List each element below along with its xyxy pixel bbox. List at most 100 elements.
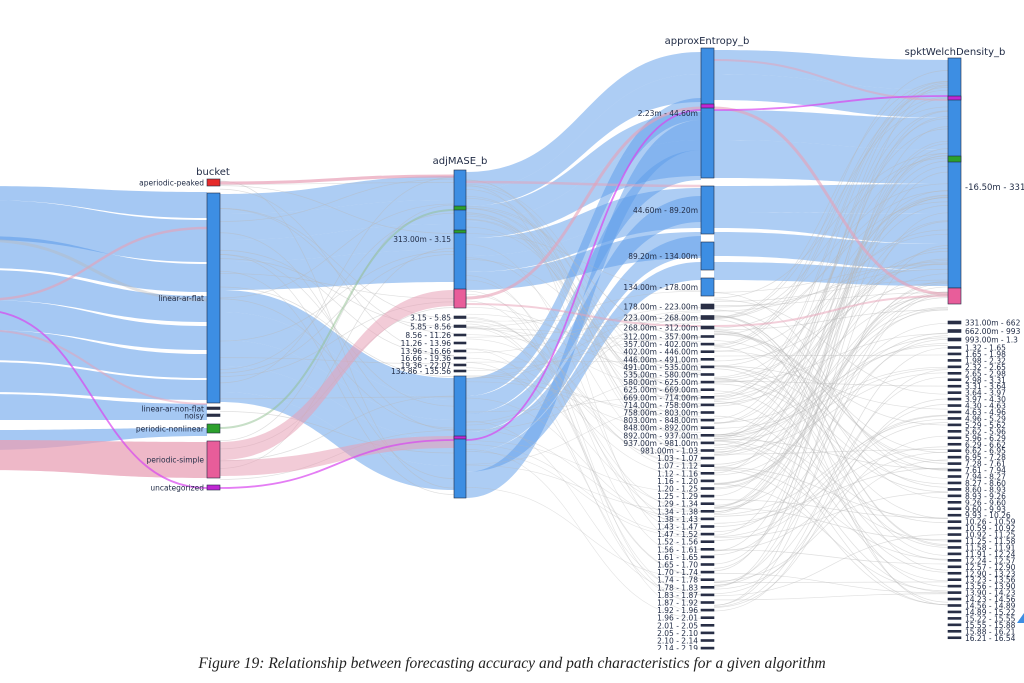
node-approx-entropy[interactable] (700, 342, 715, 346)
node-spkt-welch-density[interactable] (947, 552, 962, 556)
node-approx-entropy[interactable] (700, 365, 715, 369)
node-approx-entropy[interactable] (700, 277, 715, 297)
node-spkt-welch-density[interactable] (947, 617, 962, 620)
node-approx-entropy[interactable] (700, 494, 715, 498)
node-spkt-welch-density[interactable] (947, 571, 962, 575)
node-approx-entropy[interactable] (700, 487, 715, 490)
node-approx-entropy[interactable] (700, 335, 715, 338)
node-spkt-welch-density[interactable] (947, 629, 962, 633)
node-spkt-welch-density[interactable] (947, 417, 962, 420)
node-spkt-welch-density[interactable] (947, 513, 962, 517)
node-spkt-welch-density[interactable] (947, 584, 962, 588)
node-spkt-welch-density[interactable] (947, 500, 962, 504)
node-bucket[interactable] (206, 406, 221, 410)
node-spkt-welch-density[interactable] (947, 397, 962, 401)
node-adjmase[interactable] (453, 435, 467, 440)
node-approx-entropy[interactable] (700, 464, 715, 468)
node-spkt-welch-density[interactable] (947, 623, 962, 627)
node-spkt-welch-density[interactable] (947, 95, 962, 101)
node-spkt-welch-density[interactable] (947, 488, 962, 491)
node-spkt-welch-density[interactable] (947, 378, 962, 382)
node-spkt-welch-density[interactable] (947, 468, 962, 472)
node-spkt-welch-density[interactable] (947, 507, 962, 511)
node-approx-entropy[interactable] (700, 540, 715, 544)
node-spkt-welch-density[interactable] (947, 559, 962, 562)
node-spkt-welch-density[interactable] (947, 526, 962, 530)
node-approx-entropy[interactable] (700, 456, 715, 460)
node-spkt-welch-density[interactable] (947, 430, 962, 433)
node-adjmase[interactable] (453, 369, 467, 373)
node-spkt-welch-density[interactable] (947, 287, 962, 305)
node-adjmase[interactable] (453, 341, 467, 345)
node-approx-entropy[interactable] (700, 616, 715, 620)
node-approx-entropy[interactable] (700, 593, 715, 597)
node-approx-entropy[interactable] (700, 525, 715, 528)
node-approx-entropy[interactable] (700, 631, 715, 635)
node-approx-entropy[interactable] (700, 403, 715, 407)
node-approx-entropy[interactable] (700, 509, 715, 513)
node-approx-entropy[interactable] (700, 471, 715, 475)
node-spkt-welch-density[interactable] (947, 520, 962, 523)
node-adjmase[interactable] (453, 169, 467, 307)
node-spkt-welch-density[interactable] (947, 155, 962, 163)
node-spkt-welch-density[interactable] (947, 365, 962, 369)
node-approx-entropy[interactable] (700, 555, 715, 559)
node-spkt-welch-density[interactable] (947, 565, 962, 569)
node-spkt-welch-density[interactable] (947, 359, 962, 362)
node-approx-entropy[interactable] (700, 563, 715, 566)
node-adjmase[interactable] (453, 356, 467, 360)
node-approx-entropy[interactable] (700, 350, 715, 354)
node-approx-entropy[interactable] (700, 532, 715, 536)
node-spkt-welch-density[interactable] (947, 610, 962, 614)
node-approx-entropy[interactable] (700, 426, 715, 430)
node-approx-entropy[interactable] (700, 479, 715, 483)
node-approx-entropy[interactable] (700, 502, 715, 506)
node-spkt-welch-density[interactable] (947, 352, 962, 356)
node-approx-entropy[interactable] (700, 357, 715, 361)
node-approx-entropy[interactable] (700, 570, 715, 574)
node-approx-entropy[interactable] (700, 303, 715, 310)
node-bucket[interactable] (206, 484, 221, 491)
node-adjmase[interactable] (453, 315, 467, 319)
node-spkt-welch-density[interactable] (947, 329, 962, 333)
node-approx-entropy[interactable] (700, 646, 715, 650)
node-approx-entropy[interactable] (700, 241, 715, 271)
node-approx-entropy[interactable] (700, 639, 715, 642)
node-spkt-welch-density[interactable] (947, 546, 962, 549)
node-approx-entropy[interactable] (700, 380, 715, 384)
node-adjmase[interactable] (453, 324, 467, 328)
node-approx-entropy[interactable] (700, 185, 715, 235)
node-spkt-welch-density[interactable] (947, 462, 962, 465)
node-adjmase[interactable] (453, 363, 467, 367)
node-spkt-welch-density[interactable] (947, 597, 962, 601)
node-approx-entropy[interactable] (700, 103, 715, 109)
node-spkt-welch-density[interactable] (947, 475, 962, 478)
node-spkt-welch-density[interactable] (947, 404, 962, 407)
node-approx-entropy[interactable] (700, 623, 715, 627)
node-approx-entropy[interactable] (700, 547, 715, 551)
node-spkt-welch-density[interactable] (947, 481, 962, 485)
node-spkt-welch-density[interactable] (947, 391, 962, 394)
node-spkt-welch-density[interactable] (947, 410, 962, 414)
node-spkt-welch-density[interactable] (947, 449, 962, 453)
node-bucket[interactable] (206, 423, 221, 434)
node-spkt-welch-density[interactable] (947, 533, 962, 536)
node-approx-entropy[interactable] (700, 517, 715, 521)
node-approx-entropy[interactable] (700, 388, 715, 392)
node-spkt-welch-density[interactable] (947, 591, 962, 594)
node-bucket[interactable] (206, 440, 221, 479)
node-spkt-welch-density[interactable] (947, 436, 962, 440)
node-approx-entropy[interactable] (700, 47, 715, 179)
node-spkt-welch-density[interactable] (947, 337, 962, 342)
node-spkt-welch-density[interactable] (947, 539, 962, 543)
node-approx-entropy[interactable] (700, 578, 715, 582)
node-bucket[interactable] (206, 413, 221, 417)
node-approx-entropy[interactable] (700, 441, 715, 445)
node-adjmase[interactable] (453, 288, 467, 309)
node-spkt-welch-density[interactable] (947, 346, 962, 349)
node-approx-entropy[interactable] (700, 433, 715, 437)
node-spkt-welch-density[interactable] (947, 320, 962, 325)
node-spkt-welch-density[interactable] (947, 604, 962, 607)
node-approx-entropy[interactable] (700, 395, 715, 399)
node-spkt-welch-density[interactable] (947, 494, 962, 498)
